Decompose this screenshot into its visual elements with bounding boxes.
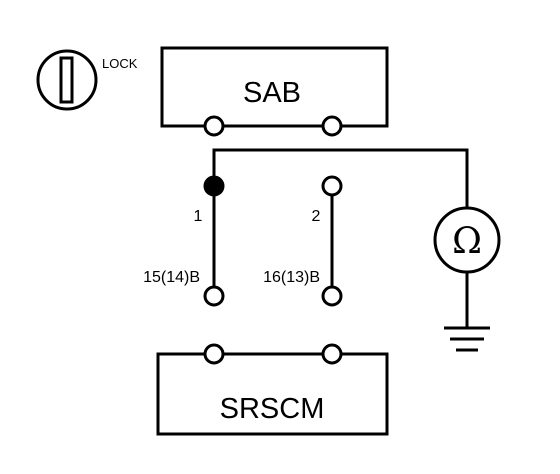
srscm-box bbox=[156, 352, 389, 436]
sab-terminal-2 bbox=[321, 115, 343, 137]
srscm-label: SRSCM bbox=[220, 393, 325, 425]
pin-2-terminal-label: 16(13)B bbox=[263, 269, 320, 286]
srscm-terminal-2 bbox=[321, 343, 343, 365]
srscm-terminal-1 bbox=[203, 343, 225, 365]
ignition-key-icon bbox=[36, 49, 98, 111]
sab-terminal-1 bbox=[203, 115, 225, 137]
pin-16-terminal bbox=[321, 285, 343, 307]
pin-1-number: 1 bbox=[194, 208, 203, 225]
pin-1-terminal bbox=[203, 175, 225, 197]
sab-label: SAB bbox=[243, 77, 301, 109]
ohm-symbol: Ω bbox=[452, 221, 482, 262]
pin-1-terminal-label: 15(14)B bbox=[143, 269, 200, 286]
pin-2-terminal bbox=[321, 175, 343, 197]
lock-label: LOCK bbox=[102, 56, 138, 71]
pin-2-number: 2 bbox=[312, 208, 321, 225]
sab-box bbox=[160, 46, 389, 128]
meter-lead-wire bbox=[212, 148, 469, 208]
ground-icon bbox=[444, 326, 490, 352]
pin-15-terminal bbox=[203, 285, 225, 307]
ohmmeter-icon bbox=[433, 206, 501, 274]
